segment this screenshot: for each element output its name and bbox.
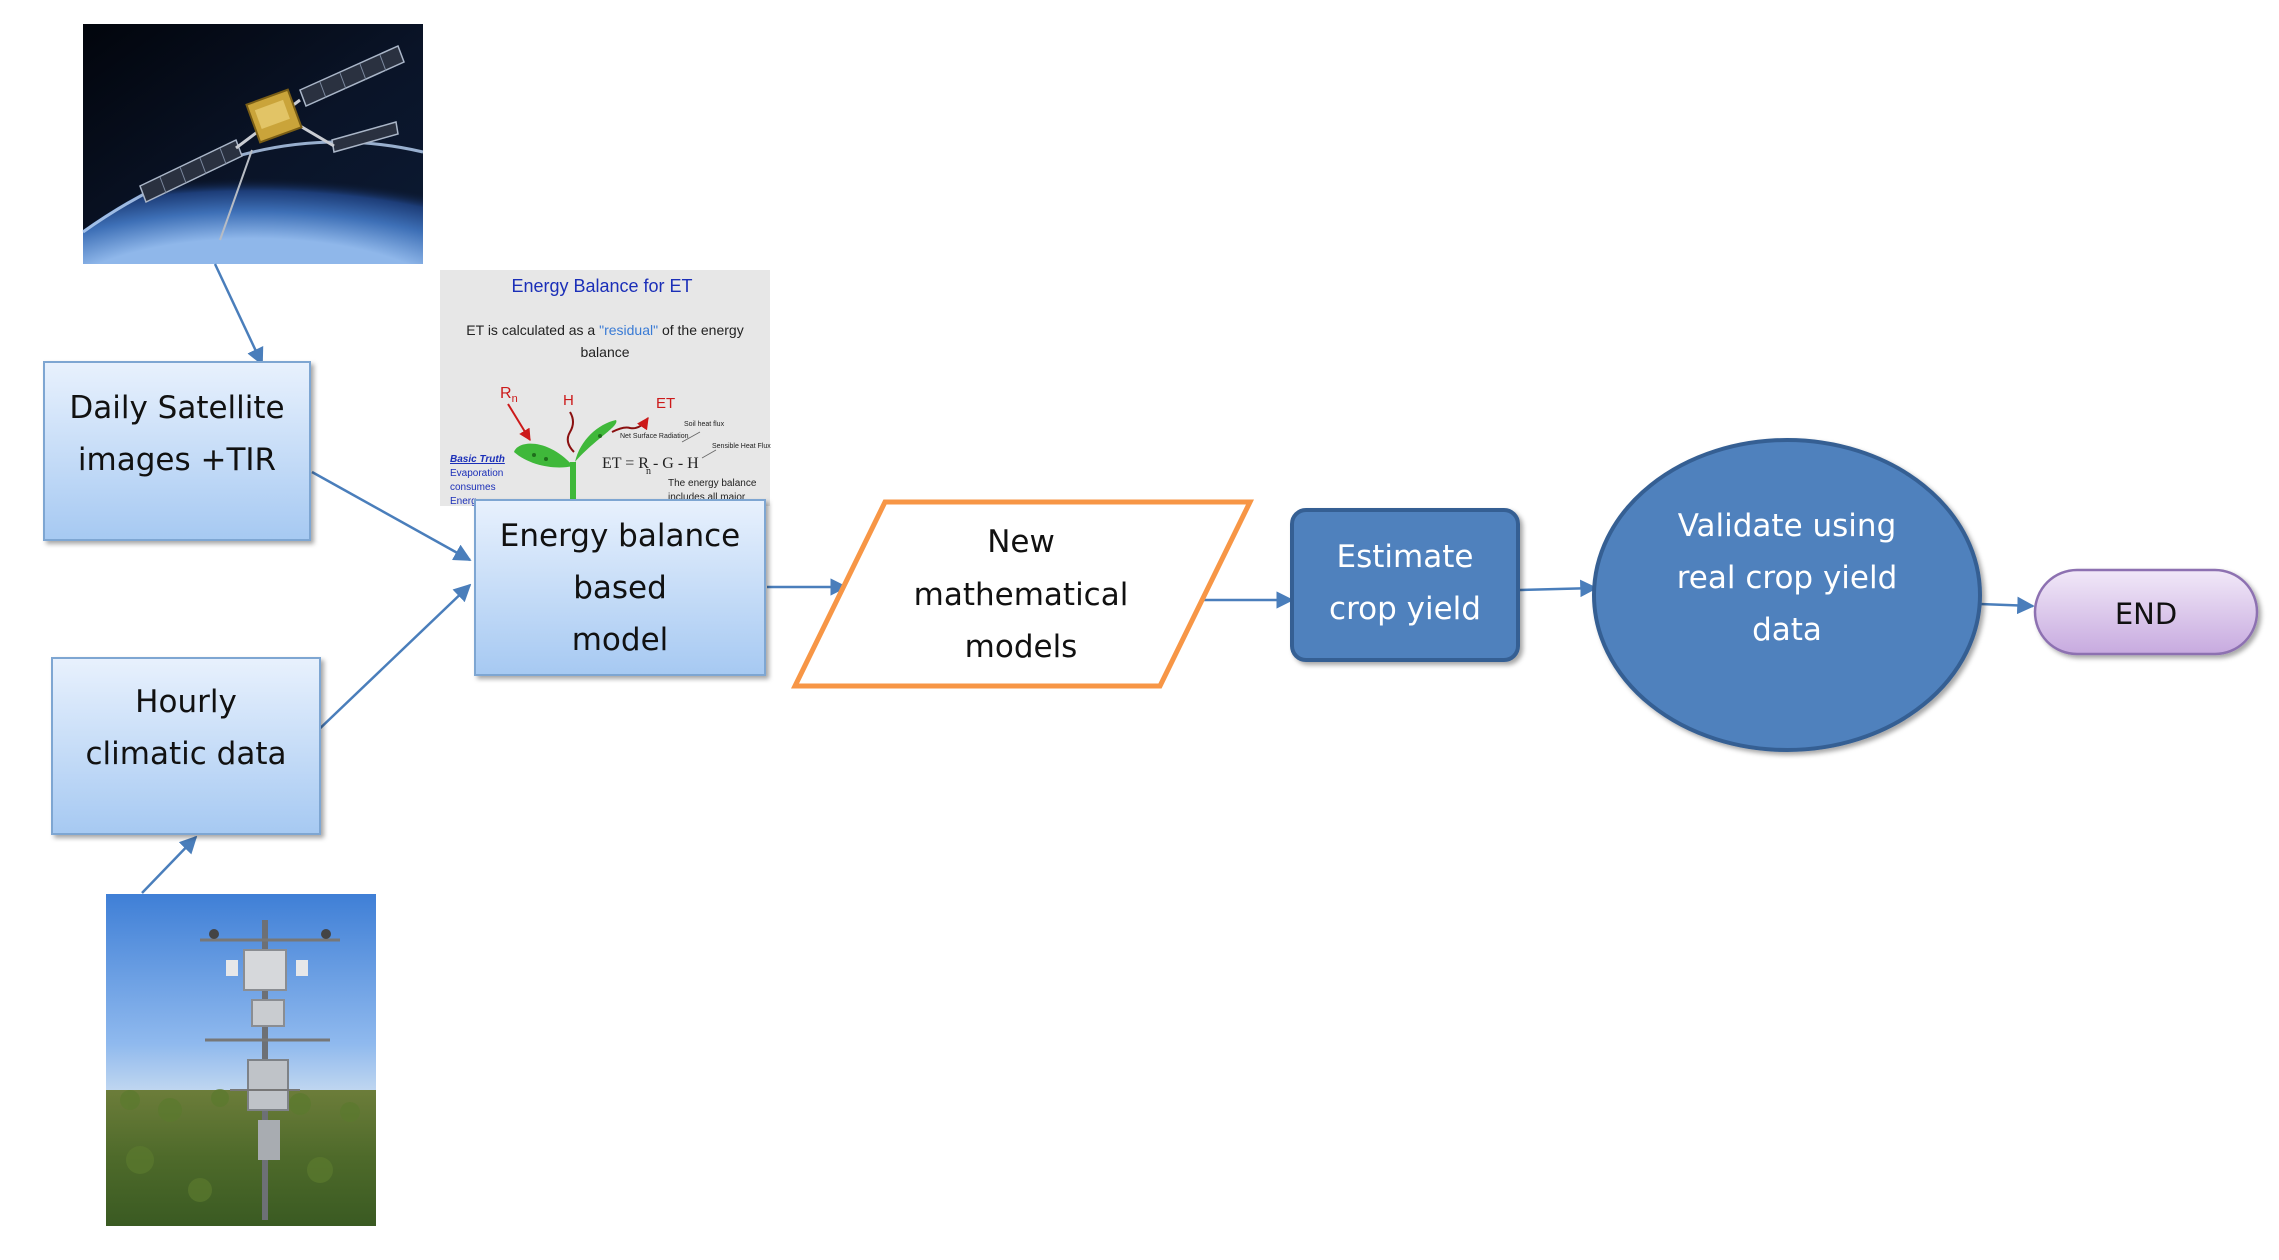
node-daily-satellite-line1: Daily Satellite <box>69 390 284 426</box>
node-new-models: New mathematical models <box>790 499 1255 689</box>
net-surface-radiation-label: Net Surface Radiation <box>620 433 689 440</box>
weather-station-image <box>106 894 376 1226</box>
node-energy-balance: Energy balance based model <box>474 499 766 676</box>
sensible-heat-flux-label: Sensible Heat Flux <box>712 443 771 450</box>
satellite-image <box>82 24 424 264</box>
energy-balance-note-line2: includes all major <box>668 492 746 503</box>
node-daily-satellite-line2: images +TIR <box>78 442 276 478</box>
node-energy-balance-line3: model <box>572 622 669 658</box>
node-estimate-line1: Estimate <box>1337 539 1474 575</box>
connectors <box>141 263 2035 894</box>
node-estimate: Estimate crop yield <box>1290 508 1520 662</box>
basic-truth-label: Basic Truth <box>450 454 505 465</box>
node-hourly-climatic-line2: climatic data <box>86 736 287 772</box>
soil-heat-flux-label: Soil heat flux <box>684 421 725 428</box>
connector-station-to-hourly <box>141 835 198 894</box>
node-end: END <box>2033 568 2259 656</box>
node-hourly-climatic: Hourly climatic data <box>51 657 321 835</box>
slide-subtitle: ET is calculated as a "residual" of the … <box>466 322 743 338</box>
node-validate: Validate using real crop yield data <box>1592 438 1982 752</box>
slide-title: Energy Balance for ET <box>511 276 692 296</box>
node-estimate-line2: crop yield <box>1329 591 1481 627</box>
connector-hourly-to-energy <box>311 583 472 737</box>
et-equation: ET = R - G - H <box>602 455 699 472</box>
h-label: H <box>563 392 574 409</box>
node-hourly-climatic-line1: Hourly <box>135 684 237 720</box>
node-new-models-line3: models <box>965 629 1078 665</box>
connector-satellite-to-daily <box>213 263 264 366</box>
connector-estimate-to-validate <box>1519 579 1598 598</box>
et-label: ET <box>656 395 675 412</box>
node-energy-balance-line1: Energy balance <box>500 518 740 554</box>
evaporation-line2: consumes <box>450 482 496 493</box>
energy-balance-note-line1: The energy balance <box>668 478 757 489</box>
node-validate-line2: real crop yield <box>1677 560 1898 596</box>
node-energy-balance-line2: based <box>573 570 667 606</box>
et-equation-subscript: n <box>646 466 651 477</box>
slide-subtitle-line2: balance <box>580 344 629 360</box>
node-new-models-line2: mathematical <box>914 577 1129 613</box>
node-end-label: END <box>2115 597 2177 631</box>
evaporation-line1: Evaporation <box>450 468 503 479</box>
evaporation-line3: Energ <box>450 496 477 507</box>
node-validate-line3: data <box>1752 612 1822 648</box>
node-new-models-line1: New <box>987 524 1055 560</box>
connector-validate-to-end <box>1979 596 2035 615</box>
energy-balance-slide: Energy Balance for ET ET is calculated a… <box>440 270 771 507</box>
connector-daily-to-energy <box>311 470 472 562</box>
rn-label: Rn <box>500 385 518 405</box>
node-validate-line1: Validate using <box>1678 508 1897 544</box>
node-daily-satellite: Daily Satellite images +TIR <box>43 361 311 541</box>
